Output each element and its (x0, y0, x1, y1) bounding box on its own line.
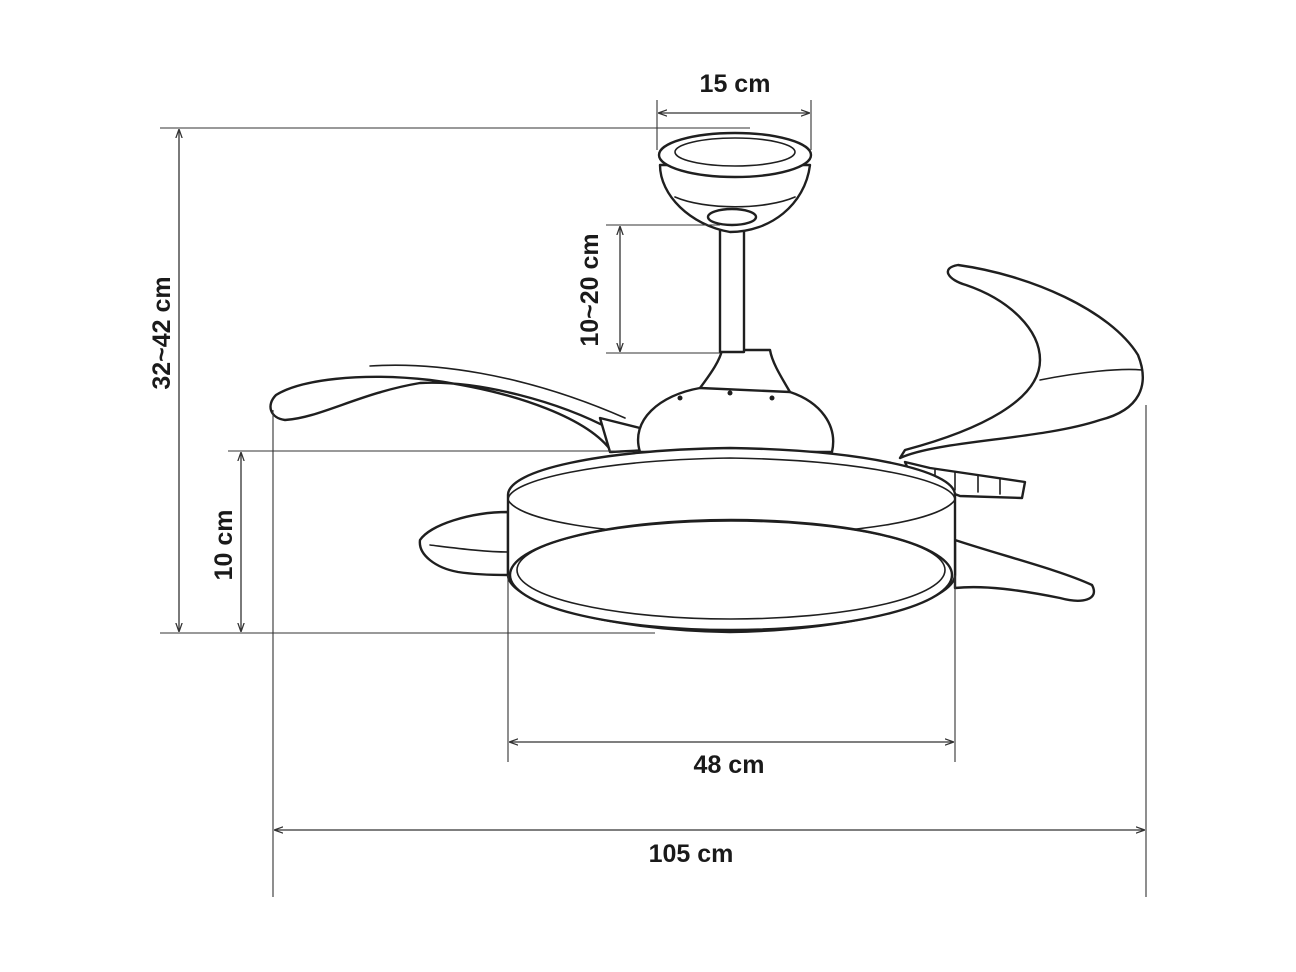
dimension-labels: 15 cm 32~42 cm 10~20 cm 10 cm 48 cm 105 … (148, 70, 770, 868)
fan-blade-left-lower-edge (429, 544, 509, 553)
canopy-rod-collar (706, 207, 758, 227)
fan-blade-left-lower (418, 510, 510, 577)
canopy-base-line (674, 196, 796, 208)
motor-screw-2 (677, 395, 683, 401)
motor-screw-1 (727, 390, 733, 396)
ceiling-fan-drawing (269, 131, 1144, 634)
label-downrod-length: 10~20 cm (576, 233, 604, 346)
fan-blade-right-upper (898, 263, 1144, 460)
fan-blade-right-lower (953, 538, 1096, 602)
canopy-rim-inner (674, 137, 796, 167)
motor-housing (637, 384, 835, 454)
label-canopy-width: 15 cm (700, 70, 771, 98)
fan-blade-left (269, 375, 614, 454)
label-light-diameter: 48 cm (694, 751, 765, 779)
light-diffuser (508, 518, 954, 632)
label-body-height: 10 cm (210, 510, 238, 581)
fan-blade-left-edge (369, 364, 626, 419)
canopy-rim (657, 131, 813, 179)
label-total-height: 32~42 cm (148, 276, 176, 389)
motor-housing-top (698, 348, 792, 394)
light-diffuser-inner (516, 520, 946, 620)
canopy-body (658, 163, 812, 234)
fan-blade-right-upper-inner (1039, 368, 1143, 381)
label-blade-span: 105 cm (649, 840, 734, 868)
dimension-lines (160, 100, 1147, 897)
downrod (718, 224, 746, 354)
motor-screw-3 (769, 395, 775, 401)
